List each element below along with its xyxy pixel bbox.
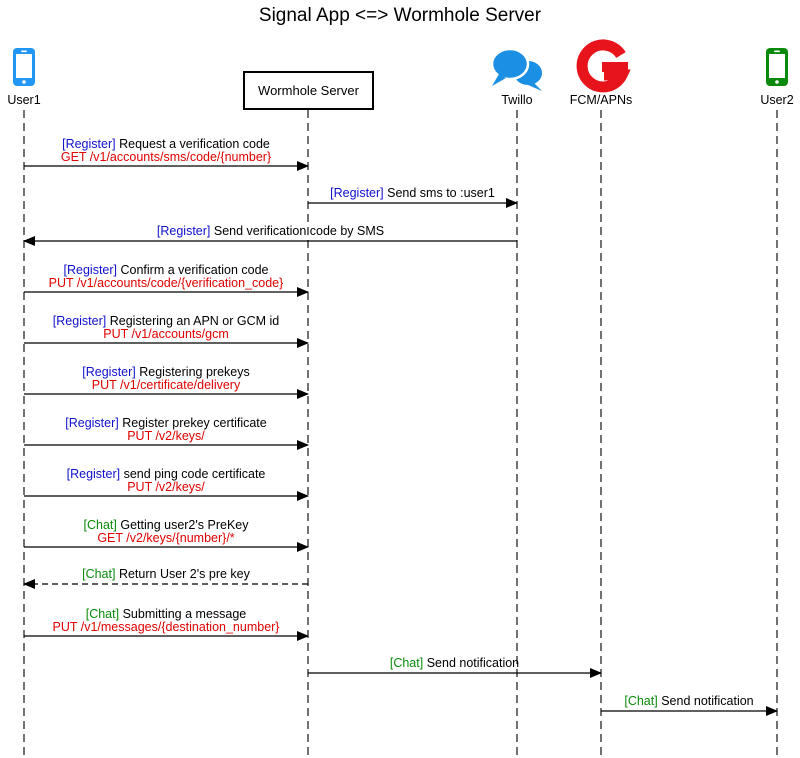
message-endpoint: PUT /v1/accounts/gcm [103, 327, 229, 341]
message-text: Register prekey certificate [122, 416, 267, 430]
message-label: [Chat] Getting user2's PreKey [84, 518, 250, 532]
message-tag: [Chat] [390, 656, 423, 670]
diagram-title: Signal App <=> Wormhole Server [259, 5, 542, 26]
participant-user1: User1 [7, 48, 41, 107]
participant-server: Wormhole Server [243, 71, 374, 110]
message-13: [Chat] Send notification [601, 694, 778, 716]
message-label: [Chat] Send notification [624, 694, 753, 708]
message-label: [Register] Register prekey certificate [65, 416, 267, 430]
message-1: [Register] Request a verification codeGE… [24, 137, 309, 171]
message-8: [Register] send ping code certificatePUT… [24, 467, 309, 501]
message-tag: [Register] [53, 314, 107, 328]
message-endpoint: PUT /v1/accounts/code/{verification_code… [49, 276, 284, 290]
message-text: Submitting a message [123, 607, 247, 621]
message-endpoint: PUT /v1/messages/{destination_number} [53, 620, 280, 634]
message-3: [Register] Send verification code by SMS [23, 224, 517, 246]
message-tag: [Register] [62, 137, 116, 151]
message-text: Getting user2's PreKey [120, 518, 249, 532]
message-label: [Chat] Submitting a message [86, 607, 247, 621]
message-tag: [Chat] [624, 694, 657, 708]
message-2: [Register] Send sms to :user1 [308, 186, 518, 208]
message-text: Send sms to :user1 [387, 186, 495, 200]
message-endpoint: GET /v1/accounts/sms/code/{number} [61, 150, 271, 164]
message-endpoint: PUT /v2/keys/ [127, 480, 205, 494]
participant-user2: User2 [760, 48, 794, 107]
message-label: [Register] Confirm a verification code [64, 263, 269, 277]
message-text: send ping code certificate [124, 467, 266, 481]
message-label: [Register] Registering prekeys [82, 365, 249, 379]
message-tag: [Register] [64, 263, 118, 277]
message-label: [Register] Registering an APN or GCM id [53, 314, 280, 328]
message-text: Registering an APN or GCM id [110, 314, 280, 328]
participant-label: FCM/APNs [570, 93, 633, 107]
message-text: Send notification [427, 656, 519, 670]
message-label: [Register] Send sms to :user1 [330, 186, 495, 200]
message-text: Registering prekeys [139, 365, 249, 379]
chat-bubbles-icon [490, 47, 542, 91]
participant-fcm: FCM/APNs [570, 39, 633, 107]
message-5: [Register] Registering an APN or GCM idP… [24, 314, 309, 348]
server-box [243, 71, 374, 110]
message-tag: [Chat] [86, 607, 119, 621]
message-10: [Chat] Return User 2's pre key [23, 567, 308, 589]
phone-icon [766, 48, 788, 86]
message-4: [Register] Confirm a verification codePU… [24, 263, 309, 297]
participant-twillo: Twillo [490, 47, 542, 107]
message-tag: [Register] [82, 365, 136, 379]
message-label: [Chat] Return User 2's pre key [82, 567, 251, 581]
message-label: [Register] Request a verification code [62, 137, 270, 151]
participant-label: Twillo [501, 93, 532, 107]
message-label: [Chat] Send notification [390, 656, 519, 670]
message-tag: [Register] [67, 467, 121, 481]
message-12: [Chat] Send notification [308, 656, 602, 678]
message-tag: [Chat] [82, 567, 115, 581]
message-text: Send notification [661, 694, 753, 708]
message-endpoint: PUT /v1/certificate/delivery [92, 378, 241, 392]
participant-label: User2 [760, 93, 793, 107]
message-endpoint: PUT /v2/keys/ [127, 429, 205, 443]
message-text: Request a verification code [119, 137, 270, 151]
phone-icon [13, 48, 35, 86]
message-text: Return User 2's pre key [119, 567, 251, 581]
google-g-icon [576, 39, 631, 93]
participant-label: Wormhole Server [258, 83, 360, 98]
message-7: [Register] Register prekey certificatePU… [24, 416, 309, 450]
message-endpoint: GET /v2/keys/{number}/* [97, 531, 234, 545]
message-label: [Register] Send verification code by SMS [157, 224, 384, 238]
message-text: Confirm a verification code [121, 263, 269, 277]
message-tag: [Chat] [84, 518, 117, 532]
message-label: [Register] send ping code certificate [67, 467, 266, 481]
message-tag: [Register] [157, 224, 211, 238]
message-text: Send verification code by SMS [214, 224, 384, 238]
message-tag: [Register] [330, 186, 384, 200]
participant-label: User1 [7, 93, 40, 107]
message-tag: [Register] [65, 416, 119, 430]
